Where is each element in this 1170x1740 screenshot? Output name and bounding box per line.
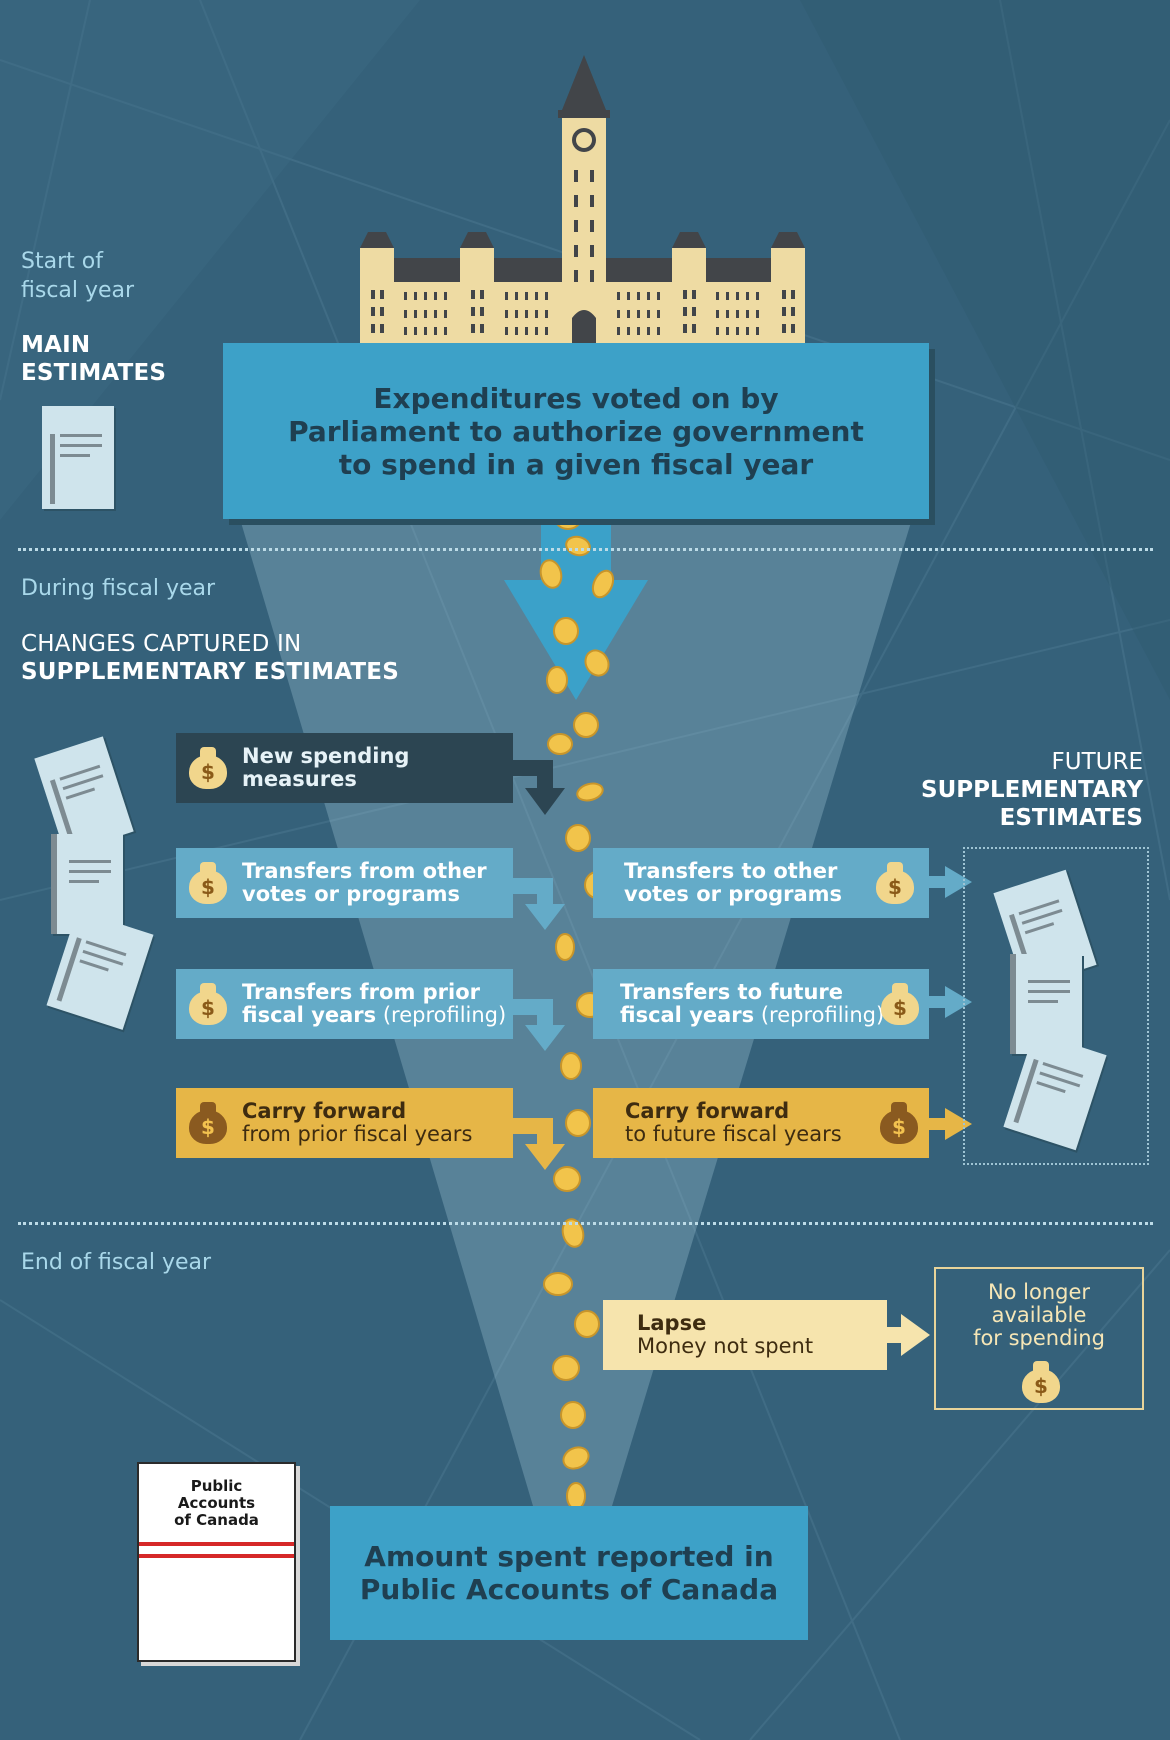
transfer-from-prior-line2: fiscal years [242, 1003, 377, 1027]
future-title-light: FUTURE [1051, 749, 1143, 775]
carry-forward-in-line2: from prior fiscal years [242, 1122, 473, 1146]
future-title-bold: SUPPLEMENTARY ESTIMATES [921, 777, 1143, 831]
future-years-arrow [929, 986, 972, 1018]
transfer-to-box: Transfers to other votes or programs $ [593, 848, 929, 918]
money-bag-icon: $ [876, 862, 914, 904]
carry-forward-out-line2: to future fiscal years [625, 1122, 842, 1146]
money-bag-icon: $ [881, 983, 919, 1025]
future-supplementary-title: FUTURE SUPPLEMENTARY ESTIMATES [921, 748, 1143, 832]
transfer-from-line1: Transfers from other [242, 859, 487, 883]
lapse-label: Lapse Money not spent [637, 1312, 813, 1358]
transfer-from-arrow [513, 878, 565, 930]
carry-forward-out-arrow [929, 1108, 972, 1140]
label-during-fiscal-year: During fiscal year [21, 576, 216, 601]
public-accounts-book-icon: Public Accounts of Canada [137, 1462, 296, 1662]
new-spending-line2: measures [242, 767, 357, 791]
label-end-of-fiscal-year: End of fiscal year [21, 1250, 212, 1275]
transfer-from-line2: votes or programs [242, 882, 461, 906]
prior-years-arrow [513, 999, 565, 1051]
transfer-to-future-label: Transfers to future fiscal years (reprof… [620, 981, 884, 1027]
carry-forward-out-line1: Carry forward [625, 1099, 790, 1123]
new-spending-box: $ New spending measures [176, 733, 513, 803]
money-bag-icon: $ [880, 1102, 918, 1144]
label-start-of-fiscal-year: Start of fiscal year [21, 249, 135, 303]
transfer-from-box: $ Transfers from other votes or programs [176, 848, 513, 918]
carry-forward-in-label: Carry forward from prior fiscal years [242, 1100, 472, 1146]
lapse-subtitle: Money not spent [637, 1334, 814, 1358]
money-bag-icon: $ [189, 862, 227, 904]
no-longer-available-box: No longer available for spending $ [934, 1267, 1144, 1410]
transfer-from-prior-note: (reprofiling) [376, 1003, 507, 1027]
divider-start [18, 548, 1153, 551]
transfer-to-line1: Transfers to other [624, 859, 838, 883]
label-supplementary-estimates: CHANGES CAPTURED IN SUPPLEMENTARY ESTIMA… [21, 630, 399, 686]
supplementary-title-bold: SUPPLEMENTARY ESTIMATES [21, 659, 399, 685]
lapse-title: Lapse [637, 1311, 707, 1335]
book-title: Public Accounts of Canada [174, 1477, 259, 1529]
transfer-to-line2: votes or programs [624, 882, 843, 906]
supplementary-title-light: CHANGES CAPTURED IN [21, 631, 302, 657]
document-icon [42, 406, 114, 509]
carry-forward-in-box: $ Carry forward from prior fiscal years [176, 1088, 513, 1158]
transfer-to-label: Transfers to other votes or programs [624, 860, 842, 906]
new-spending-line1: New spending [242, 744, 410, 768]
no-longer-available-text: No longer available for spending [973, 1280, 1105, 1350]
transfer-to-future-line1: Transfers to future [620, 980, 843, 1004]
carry-forward-out-label: Carry forward to future fiscal years [625, 1100, 842, 1146]
transfer-to-future-box: Transfers to future fiscal years (reprof… [593, 969, 929, 1039]
transfer-to-future-note: (reprofiling) [754, 1003, 885, 1027]
money-bag-icon: $ [189, 983, 227, 1025]
divider-end [18, 1222, 1153, 1225]
carry-forward-out-box: Carry forward to future fiscal years $ [593, 1088, 929, 1158]
transfer-from-prior-line1: Transfers from prior [242, 980, 481, 1004]
money-bag-icon: $ [189, 1102, 227, 1144]
transfer-to-arrow [929, 866, 972, 898]
public-accounts-box: Amount spent reported in Public Accounts… [330, 1506, 808, 1640]
transfer-to-future-line2: fiscal years [620, 1003, 755, 1027]
future-estimates-box [963, 847, 1149, 1165]
transfer-from-prior-label: Transfers from prior fiscal years (repro… [242, 981, 506, 1027]
new-spending-arrow [513, 760, 565, 815]
transfer-from-label: Transfers from other votes or programs [242, 860, 487, 906]
carry-forward-in-line1: Carry forward [242, 1099, 407, 1123]
main-estimates-box: Expenditures voted on by Parliament to a… [223, 343, 929, 519]
new-spending-label: New spending measures [242, 745, 409, 791]
transfer-from-prior-box: $ Transfers from prior fiscal years (rep… [176, 969, 513, 1039]
money-bag-icon: $ [189, 747, 227, 789]
lapse-arrow [887, 1314, 930, 1356]
main-down-arrow [504, 519, 648, 700]
lapse-box: Lapse Money not spent [603, 1300, 887, 1370]
label-main-estimates: MAIN ESTIMATES [21, 332, 167, 386]
carry-forward-in-arrow [513, 1118, 565, 1170]
parliament-building-icon [360, 55, 805, 343]
money-bag-icon: $ [1022, 1361, 1060, 1403]
